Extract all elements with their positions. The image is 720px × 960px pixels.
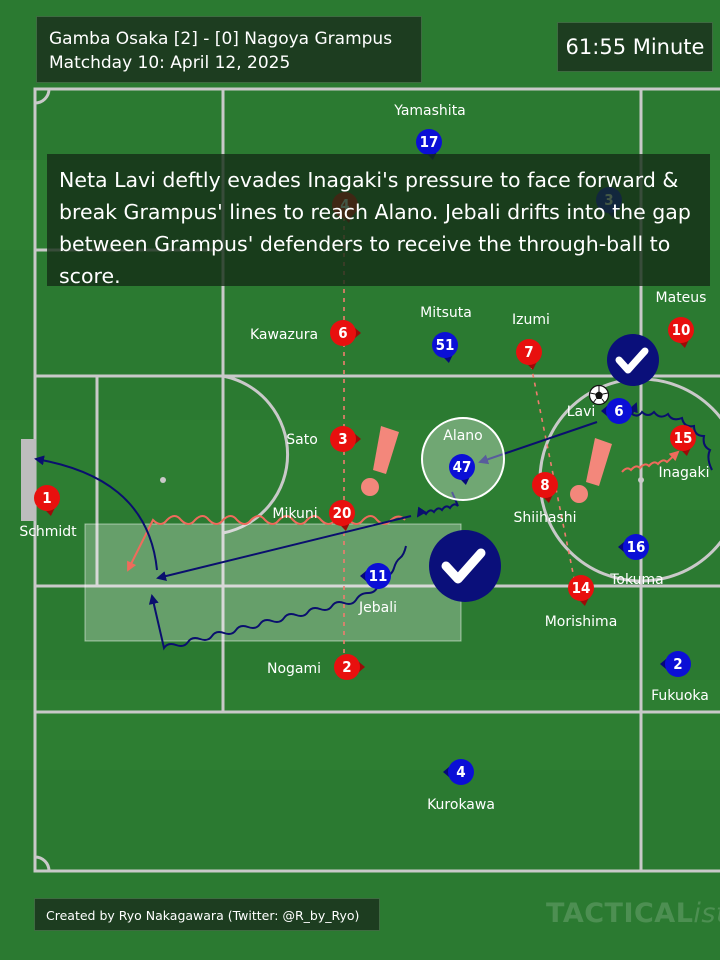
player-marker: [606, 398, 632, 424]
player-gamba-yamashita: 17 Yamashita: [393, 103, 466, 160]
player-name: Schmidt: [19, 524, 77, 540]
player-number: 1: [42, 489, 51, 507]
through-ball: [156, 515, 412, 581]
player-number: 2: [342, 658, 351, 676]
player-name: Kawazura: [250, 327, 318, 343]
watermark-main: TACTICAL: [546, 898, 694, 929]
watermark-logo: TACTICALista: [546, 898, 720, 929]
player-number: 20: [333, 504, 352, 522]
player-name: Jebali: [358, 600, 397, 616]
player-marker: [329, 500, 355, 526]
player-name: Sato: [286, 432, 318, 448]
player-name: Fukuoka: [651, 688, 709, 704]
player-name: Lavi: [567, 404, 596, 420]
pressure-wave-inagaki: [621, 450, 680, 473]
player-name: Inagaki: [658, 465, 709, 481]
player-marker: [449, 454, 475, 480]
annotation-text: Neta Lavi deftly evades Inagaki's pressu…: [47, 154, 710, 288]
player-marker: [448, 759, 474, 785]
player-name: Alano: [443, 428, 482, 444]
player-grampus-mateus: 10 Mateus: [656, 290, 707, 348]
player-number: 17: [420, 133, 439, 151]
matchday-date: Matchday 10: April 12, 2025: [49, 53, 291, 73]
player-grampus-nogami: 2 Nogami: [267, 654, 365, 680]
player-name: Morishima: [545, 614, 618, 630]
exclamation-sato: [361, 426, 399, 496]
player-name: Yamashita: [393, 103, 466, 119]
match-clock: 61:55 Minute: [557, 22, 713, 72]
player-marker: [670, 425, 696, 451]
pass-lavi-to-alano: [478, 421, 598, 465]
player-name: Mateus: [656, 290, 707, 306]
player-marker: [568, 575, 594, 601]
player-number: 6: [614, 402, 623, 420]
player-marker: [34, 485, 60, 511]
player-name: Izumi: [512, 312, 550, 328]
player-number: 47: [453, 458, 472, 476]
player-name: Kurokawa: [427, 797, 495, 813]
player-grampus-izumi: 7 Izumi: [512, 312, 550, 370]
player-gamba-mitsuta: 51 Mitsuta: [420, 305, 472, 363]
player-marker: [334, 654, 360, 680]
player-gamba-alano: 47 Alano: [443, 428, 483, 485]
player-number: 10: [672, 321, 691, 339]
player-grampus-kawazura: 6 Kawazura: [250, 320, 361, 346]
player-grampus-mikuni: 20 Mikuni: [272, 500, 355, 531]
player-number: 14: [572, 579, 591, 597]
check-badge-jebali: [429, 530, 501, 602]
player-number: 2: [673, 655, 682, 673]
player-number: 3: [338, 430, 347, 448]
player-marker: [665, 651, 691, 677]
player-number: 16: [627, 538, 646, 556]
player-name: Nogami: [267, 661, 321, 677]
check-badge-lavi: [607, 334, 659, 386]
player-number: 15: [674, 429, 693, 447]
player-marker: [416, 129, 442, 155]
player-name: Mitsuta: [420, 305, 472, 321]
lavi-dribble: [628, 402, 713, 471]
player-grampus-sato: 3 Sato: [286, 426, 361, 452]
pressure-wave-mikuni: [127, 515, 406, 572]
player-marker: [330, 320, 356, 346]
ball-icon: [588, 384, 610, 406]
player-gamba-lavi: 6 Lavi: [567, 398, 632, 424]
player-number: 4: [456, 763, 465, 781]
player-name: Mikuni: [272, 506, 317, 522]
player-name: Tokuma: [609, 572, 664, 588]
goal: [21, 439, 36, 521]
player-marker: [432, 332, 458, 358]
player-marker: [623, 534, 649, 560]
player-marker: [365, 563, 391, 589]
player-number: 7: [524, 343, 533, 361]
exclamation-shiihashi: [570, 438, 612, 503]
author-credit: Created by Ryo Nakagawara (Twitter: @R_b…: [34, 898, 380, 931]
player-marker: [532, 472, 558, 498]
player-marker: [516, 339, 542, 365]
player-marker: [668, 317, 694, 343]
player-number: 51: [436, 336, 455, 354]
match-info-panel: Gamba Osaka [2] - [0] Nagoya Grampus Mat…: [36, 16, 422, 83]
player-marker: [330, 426, 356, 452]
player-number: 11: [369, 567, 388, 585]
player-name: Shiihashi: [513, 510, 576, 526]
players: 17Yamashita51Mitsuta6Lavi47Alano11Jebali…: [19, 103, 709, 813]
shot-on-goal: [34, 455, 158, 571]
player-number: 8: [540, 476, 549, 494]
watermark-italic: ista: [693, 898, 720, 929]
alano-run: [416, 491, 459, 518]
match-score: Gamba Osaka [2] - [0] Nagoya Grampus: [49, 29, 393, 49]
player-number: 6: [338, 324, 347, 342]
